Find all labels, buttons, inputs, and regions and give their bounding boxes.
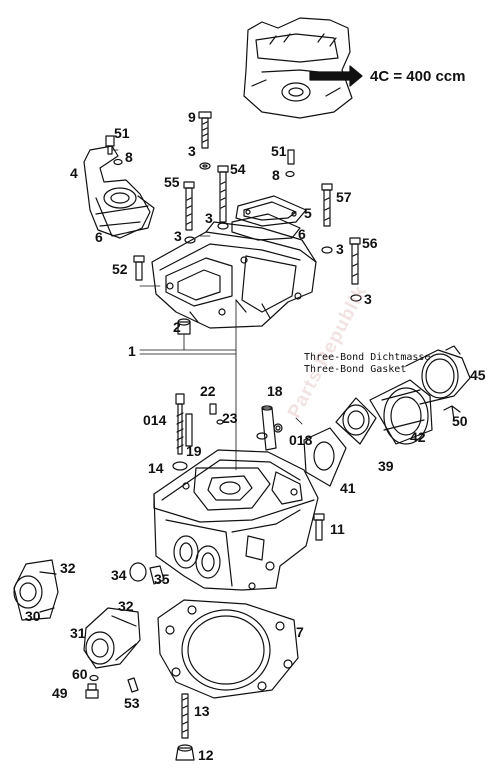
callout-3f: 3 (364, 291, 372, 307)
inset-engine-detail (243, 17, 363, 119)
callout-52: 52 (112, 261, 128, 277)
callout-3c: 3 (174, 228, 182, 244)
callout-39: 39 (378, 458, 394, 474)
callout-60: 60 (72, 666, 88, 682)
callout-1: 1 (128, 343, 136, 359)
callout-19: 19 (186, 443, 202, 459)
callout-49: 49 (52, 685, 68, 701)
head-gasket (157, 599, 299, 699)
callout-6a: 6 (95, 229, 103, 245)
callout-51a: 51 (114, 125, 130, 141)
callout-54: 54 (230, 161, 246, 177)
callout-57: 57 (336, 189, 352, 205)
exhaust-flange-lower (83, 562, 165, 669)
bolts-upper (105, 111, 362, 335)
callout-34: 34 (111, 567, 127, 583)
callout-32a: 32 (60, 560, 76, 576)
variant-note: 4C = 400 ccm (370, 68, 466, 85)
cover-plate-left (83, 145, 155, 239)
callout-11: 11 (330, 521, 345, 537)
intake-flange (303, 345, 471, 541)
callout-18: 18 (267, 383, 283, 399)
sealant-note-line-2: Three-Bond Gasket (304, 364, 407, 375)
cover-plate-right (231, 195, 307, 241)
callout-23: 23 (222, 410, 238, 426)
callout-30: 30 (25, 608, 41, 624)
callout-3a: 3 (188, 143, 196, 159)
leader-lines (111, 149, 303, 471)
callout-7: 7 (296, 624, 304, 640)
callout-018: 018 (289, 432, 313, 448)
callout-35: 35 (154, 571, 170, 587)
valve-guide (172, 393, 283, 471)
callout-2: 2 (173, 319, 181, 335)
callout-56: 56 (362, 235, 378, 251)
callout-3e: 3 (336, 241, 344, 257)
callout-45: 45 (470, 367, 486, 383)
callout-12: 12 (198, 747, 214, 763)
exhaust-flange-upper (13, 559, 59, 621)
callout-51b: 51 (271, 143, 287, 159)
callout-55: 55 (164, 174, 180, 190)
callout-6b: 6 (298, 226, 306, 242)
callout-9: 9 (188, 109, 196, 125)
callout-42: 42 (410, 429, 426, 445)
stud-and-nut (175, 693, 195, 761)
callout-22: 22 (200, 383, 216, 399)
cylinder-head (153, 449, 319, 591)
callout-53: 53 (124, 695, 140, 711)
callout-14: 14 (148, 460, 164, 476)
callout-8a: 8 (125, 149, 133, 165)
callout-32b: 32 (118, 598, 134, 614)
callout-8b: 8 (272, 167, 280, 183)
callout-4: 4 (70, 165, 78, 181)
callout-5: 5 (304, 205, 312, 221)
callout-50: 50 (452, 413, 468, 429)
callout-31: 31 (70, 625, 86, 641)
callout-014: 014 (143, 412, 167, 428)
callout-41: 41 (340, 480, 356, 496)
callout-13: 13 (194, 703, 210, 719)
small-fasteners (85, 674, 139, 699)
valve-cover (151, 221, 317, 329)
callout-3b: 3 (205, 210, 213, 226)
sealant-note-line-1: Three-Bond Dichtmasse (304, 352, 431, 363)
